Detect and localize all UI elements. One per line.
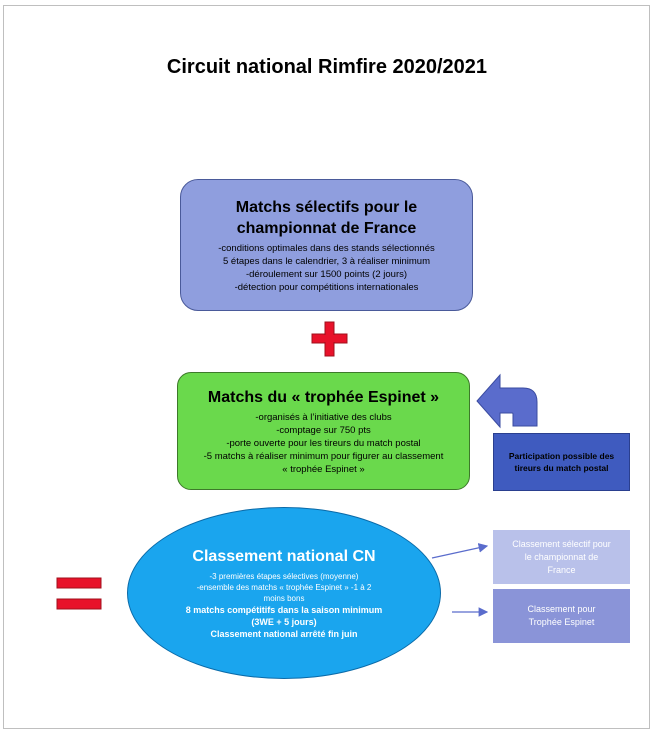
selective-matches-box: Matchs sélectifs pour le championnat de … [180, 179, 473, 311]
ellipse-strong-line: (3WE + 5 jours) [251, 616, 317, 627]
equals-sign-icon [56, 577, 102, 610]
trophy-line: -comptage sur 750 pts [276, 424, 371, 436]
national-ranking-ellipse: Classement national CN -3 premières étap… [127, 507, 441, 679]
postal-line2: tireurs du match postal [514, 463, 609, 473]
trophy-matches-box: Matchs du « trophée Espinet » -organisés… [177, 372, 470, 490]
selective-line: 5 étapes dans le calendrier, 3 à réalise… [223, 255, 430, 267]
trophy-heading: Matchs du « trophée Espinet » [207, 388, 440, 406]
selective-line: -déroulement sur 1500 points (2 jours) [245, 268, 408, 280]
diagram-frame [3, 5, 650, 729]
arrow-to-selective-ranking [431, 543, 489, 559]
result-selective-line1: Classement sélectif pour [512, 538, 611, 549]
selective-line: -conditions optimales dans des stands sé… [218, 242, 435, 254]
result-trophy-line1: Classement pour [527, 604, 596, 614]
ellipse-strong-line: Classement national arrêté fin juin [210, 628, 358, 639]
postal-line1: Participation possible des [508, 451, 615, 461]
result-trophy-ranking-box: Classement pour Trophée Espinet [493, 589, 630, 643]
u-turn-arrow-icon [476, 373, 538, 429]
result-selective-ranking-box: Classement sélectif pour le championnat … [493, 530, 630, 584]
result-selective-line2: le championnat de [524, 551, 599, 562]
ellipse-line: moins bons [263, 593, 305, 603]
trophy-line: -5 matchs à réaliser minimum pour figure… [203, 450, 444, 462]
diagram-title: Circuit national Rimfire 2020/2021 [166, 56, 488, 78]
result-trophy-line2: Trophée Espinet [528, 617, 595, 627]
ellipse-strong-line: 8 matchs compétitifs dans la saison mini… [185, 604, 383, 615]
trophy-line: -porte ouverte pour les tireurs du match… [226, 437, 421, 449]
ellipse-line: -3 premières étapes sélectives (moyenne) [209, 571, 359, 581]
plus-sign-icon [311, 321, 348, 357]
selective-heading-line1: Matchs sélectifs pour le [235, 198, 418, 216]
selective-heading-line2: championnat de France [236, 219, 417, 237]
trophy-line: -organisés à l’initiative des clubs [255, 411, 392, 423]
trophy-line: « trophée Espinet » [282, 463, 365, 475]
ellipse-line: -ensemble des matchs « trophée Espinet »… [196, 582, 372, 592]
postal-participation-box: Participation possible des tireurs du ma… [493, 433, 630, 491]
result-selective-line3: France [547, 564, 576, 575]
ellipse-heading: Classement national CN [192, 547, 376, 565]
selective-line: -détection pour compétitions internation… [234, 281, 419, 293]
